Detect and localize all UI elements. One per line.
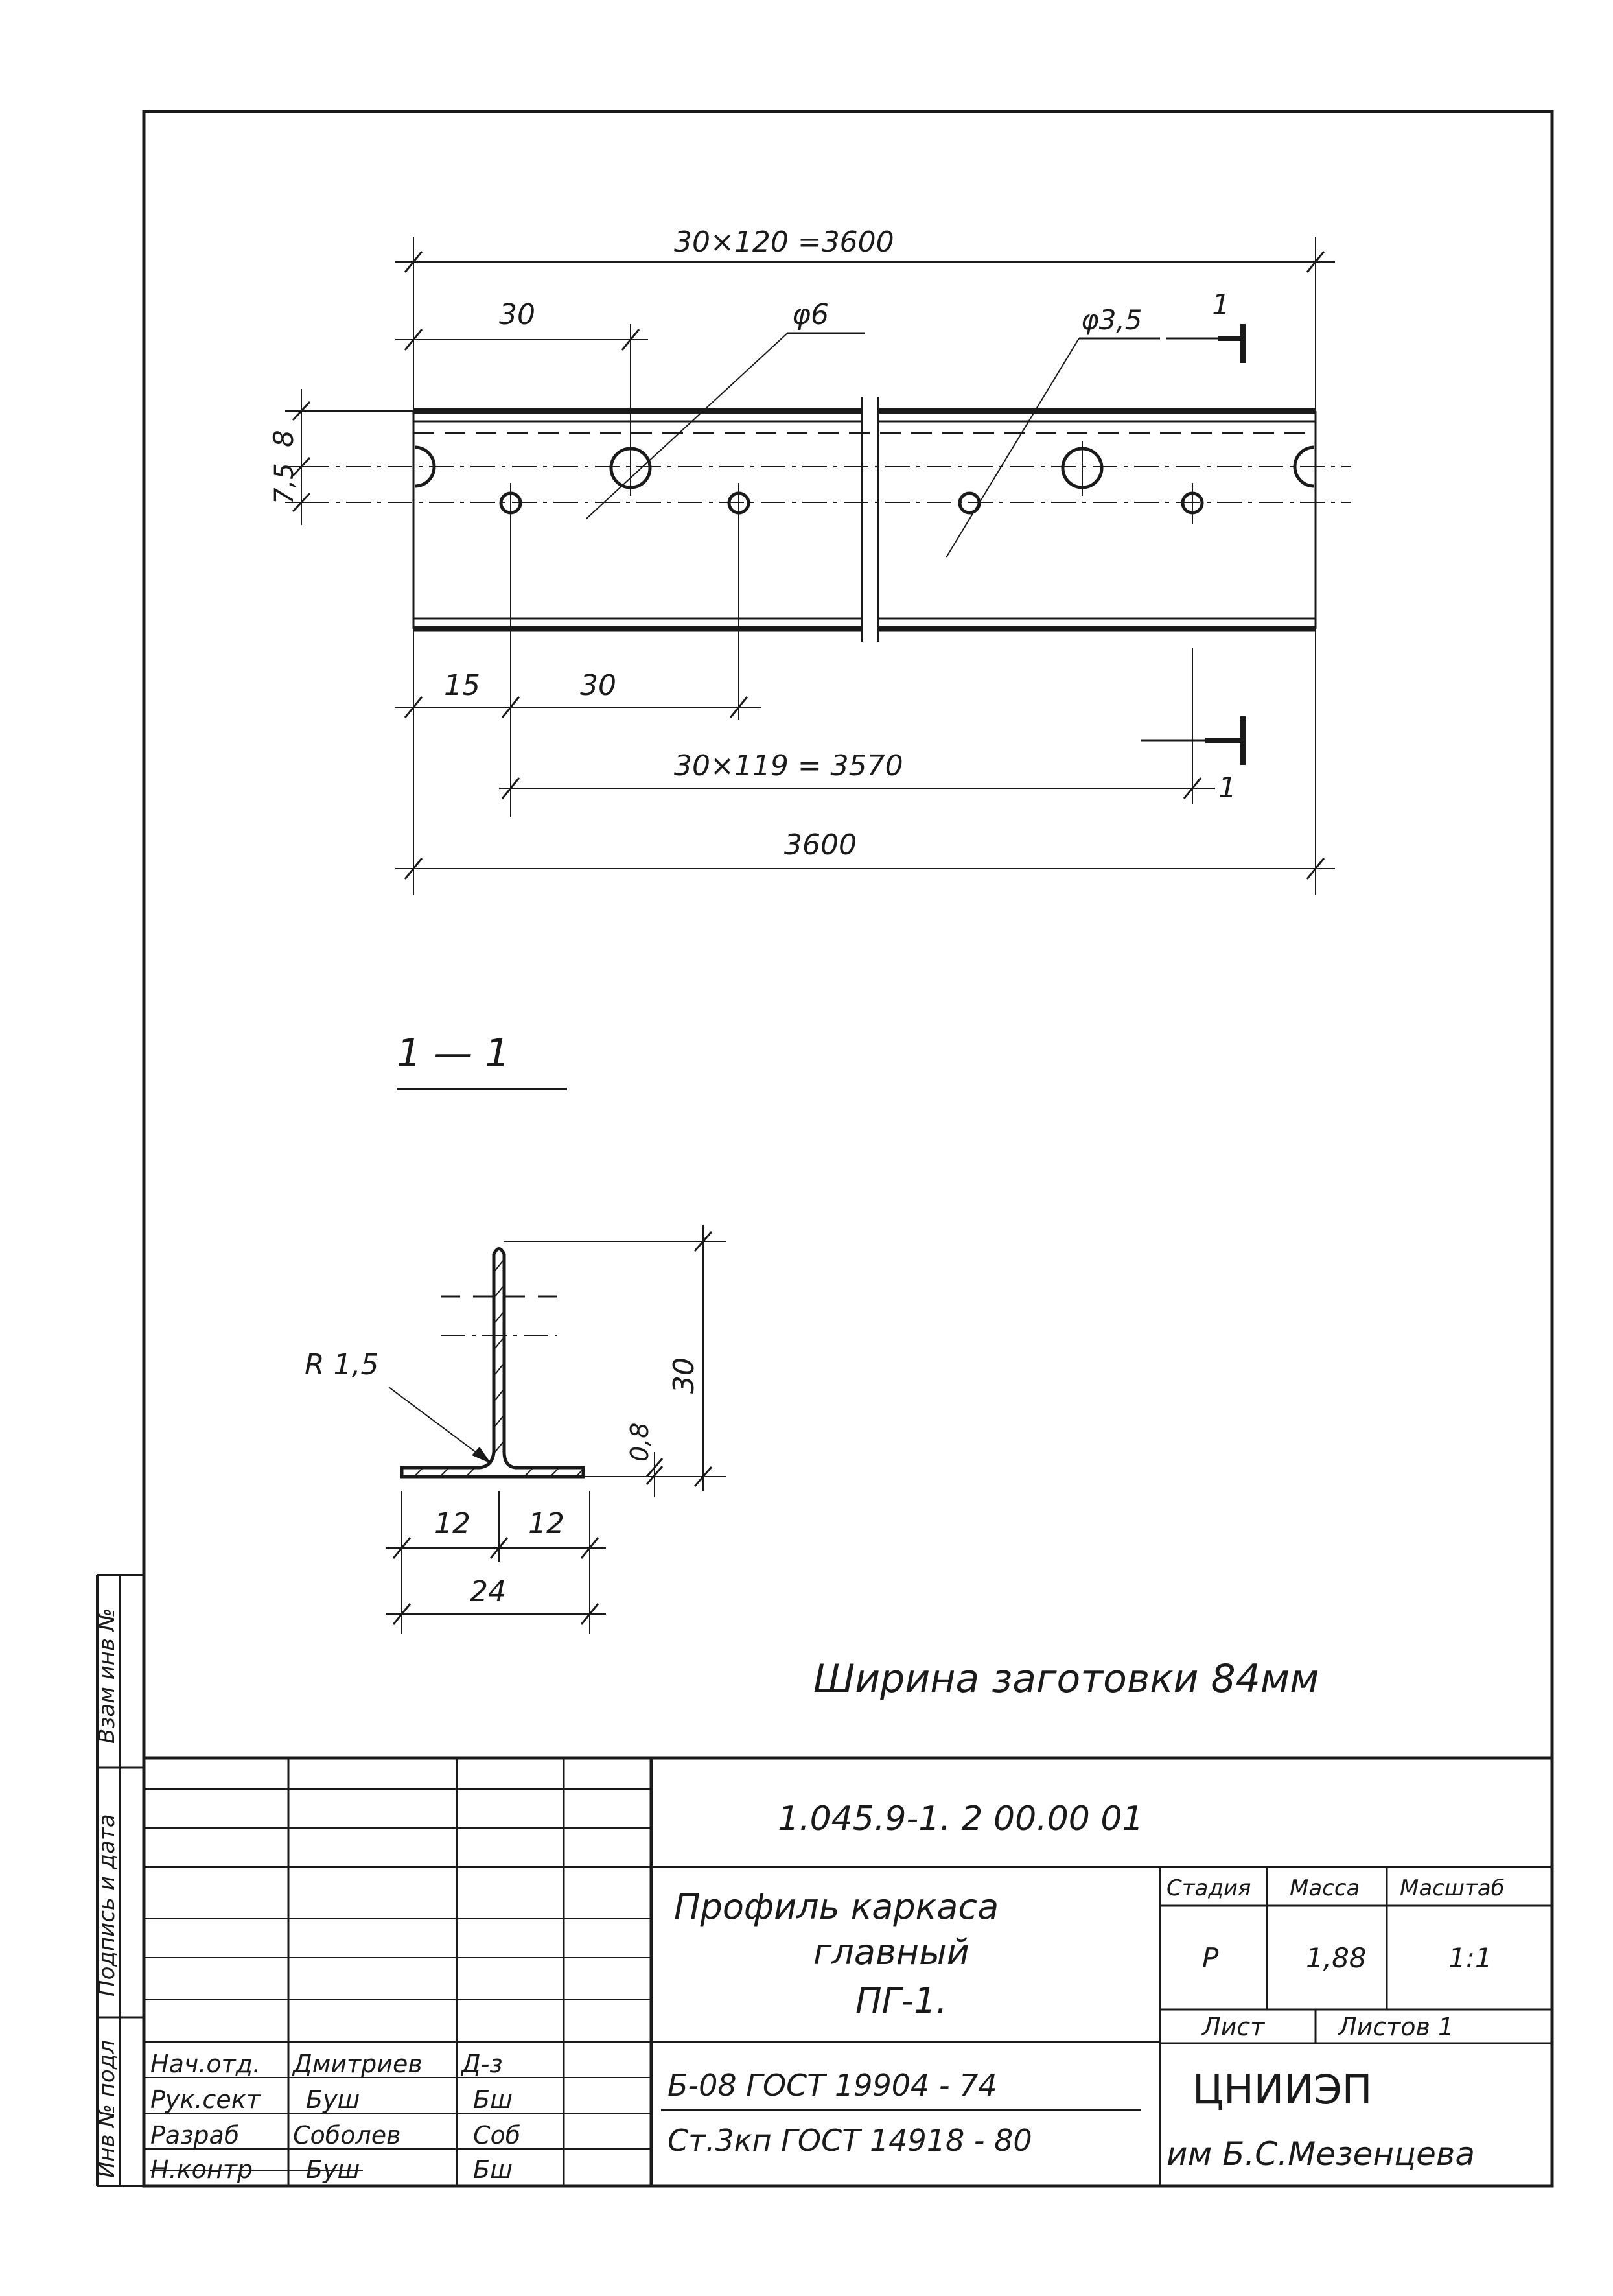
val-mass: 1,88 — [1306, 1942, 1367, 1974]
sheets-label: Листов 1 — [1337, 2013, 1454, 2041]
section-width: 24 — [470, 1575, 506, 1608]
col-scale: Масштаб — [1400, 1875, 1505, 1901]
section-title: 1 — 1 — [397, 1031, 510, 1076]
sign-nach-otd: Д-з — [460, 2050, 503, 2078]
sign-ruk-sekt: Бш — [473, 2085, 513, 2114]
material-line1: Б-08 ГОСТ 19904 - 74 — [667, 2068, 997, 2103]
sheet-label: Лист — [1201, 2013, 1266, 2041]
val-stage: Р — [1202, 1942, 1219, 1974]
profile-dimensions: 30×120 =3600 30 φ6 φ3,5 1 8 7,5 — [268, 226, 1335, 895]
role-nach-otd: Нач.отд. — [150, 2050, 261, 2078]
part-name-line2: главный — [813, 1932, 969, 1973]
title-block: 1.045.9-1. 2 00.00 01 Профиль каркаса гл… — [144, 1756, 1552, 2186]
dim-hole-big: φ6 — [792, 298, 829, 331]
section-half-right: 12 — [528, 1507, 564, 1540]
dim-offset-15: 15 — [444, 669, 480, 702]
section-mark-top: 1 — [1212, 288, 1230, 322]
drawing-frame — [96, 110, 1554, 2188]
dim-total-pitch: 30×120 =3600 — [674, 226, 894, 259]
val-scale: 1:1 — [1448, 1942, 1492, 1974]
half-hole-left — [414, 445, 436, 488]
section-thickness: 0,8 — [625, 1423, 654, 1462]
profile-view — [305, 397, 1351, 642]
section-half-left: 12 — [434, 1507, 470, 1540]
part-name-line1: Профиль каркаса — [674, 1886, 999, 1927]
side-stamp-vzam: Взам инв № — [94, 1608, 120, 1744]
role-razrab: Разраб — [150, 2121, 239, 2150]
sign-n-kontr: Бш — [473, 2155, 513, 2184]
dim-pitch-top: 30 — [499, 298, 535, 331]
org-sub: им Б.С.Мезенцева — [1166, 2135, 1475, 2173]
section-view: 1 — 1 R 1,5 30 0,8 12 — [305, 1031, 726, 1634]
role-ruk-sekt: Рук.сект — [150, 2085, 262, 2114]
material-line2: Ст.3кп ГОСТ 14918 - 80 — [667, 2123, 1032, 2158]
name-ruk-sekt: Буш — [306, 2085, 360, 2114]
part-name-line3: ПГ-1. — [855, 1980, 947, 2021]
org-name: ЦНИИЭП — [1192, 2066, 1372, 2113]
dim-edge-8: 8 — [268, 430, 299, 447]
dim-overall: 3600 — [784, 828, 857, 861]
doc-code: 1.045.9-1. 2 00.00 01 — [778, 1799, 1144, 1838]
dim-pitch-119: 30×119 = 3570 — [674, 749, 903, 782]
sign-razrab: Соб — [473, 2121, 520, 2150]
col-mass: Масса — [1290, 1875, 1360, 1901]
half-hole-right — [1293, 445, 1315, 488]
side-stamp-inv-podl: Инв № подл — [94, 2040, 120, 2178]
col-stage: Стадия — [1166, 1875, 1251, 1901]
dim-pitch-bottom: 30 — [580, 669, 616, 702]
blank-width-note: Ширина заготовки 84мм — [813, 1656, 1319, 1702]
t-profile-shape — [400, 1247, 585, 1479]
section-height: 30 — [667, 1357, 701, 1394]
dim-edge-7-5: 7,5 — [270, 463, 299, 504]
side-stamp: Взам инв № Подпись и дата Инв № подл — [94, 1608, 120, 2178]
name-nach-otd: Дмитриев — [292, 2050, 423, 2078]
name-razrab: Соболев — [293, 2121, 401, 2150]
dim-hole-small: φ3,5 — [1081, 304, 1143, 336]
section-mark-bottom: 1 — [1218, 771, 1236, 804]
section-radius: R 1,5 — [305, 1348, 379, 1381]
side-stamp-podpis: Подпись и дата — [94, 1814, 120, 1997]
